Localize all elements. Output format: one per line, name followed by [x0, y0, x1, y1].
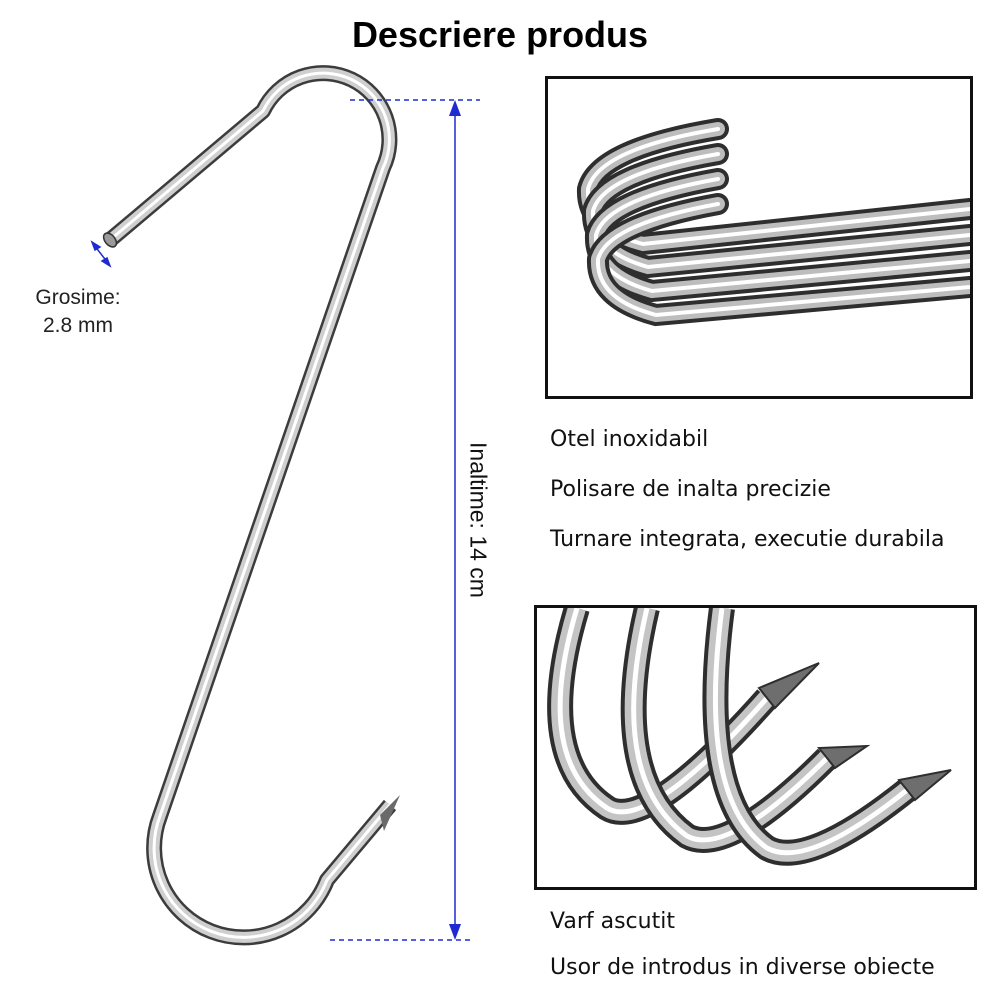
- stacked-hooks-photo: [545, 76, 973, 399]
- stacked-hook-3: [584, 168, 970, 303]
- feature-list-tip: Varf ascutit Usor de introdus in diverse…: [550, 908, 935, 1000]
- tip-hook-3: [702, 608, 916, 866]
- thickness-label: Grosime: 2.8 mm: [18, 284, 138, 340]
- feature-item: Turnare integrata, executie durabila: [550, 527, 945, 552]
- stacked-hook-2: [581, 143, 970, 279]
- feature-list-material: Otel inoxidabil Polisare de inalta preci…: [550, 426, 944, 576]
- thickness-dimension: [90, 240, 112, 268]
- tip-point-2: [816, 744, 871, 770]
- page-title: Descriere produs: [351, 14, 649, 55]
- thickness-value: 2.8 mm: [42, 314, 113, 337]
- height-label: Inaltime: 14 cm: [465, 442, 492, 598]
- wire-end: [102, 232, 118, 248]
- height-dimension: [330, 99, 480, 941]
- sharp-tips-photo: [534, 605, 977, 890]
- feature-item: Varf ascutit: [550, 909, 675, 934]
- thickness-caption: Grosime:: [35, 286, 121, 309]
- feature-item: Usor de introdus in diverse obiecte: [550, 955, 935, 980]
- stacked-hook-4: [587, 193, 970, 327]
- tip-point-3: [897, 769, 952, 802]
- stacked-hooks-image: [576, 118, 970, 327]
- tip-hook-1: [547, 608, 777, 825]
- tip-hook-2: [620, 608, 837, 853]
- feature-item: Polisare de inalta precizie: [550, 477, 831, 502]
- feature-item: Otel inoxidabil: [550, 427, 709, 452]
- sharp-tips-image: [547, 608, 952, 866]
- hook-point: [380, 795, 400, 831]
- s-hook: [104, 65, 398, 946]
- tip-point-1: [757, 662, 820, 710]
